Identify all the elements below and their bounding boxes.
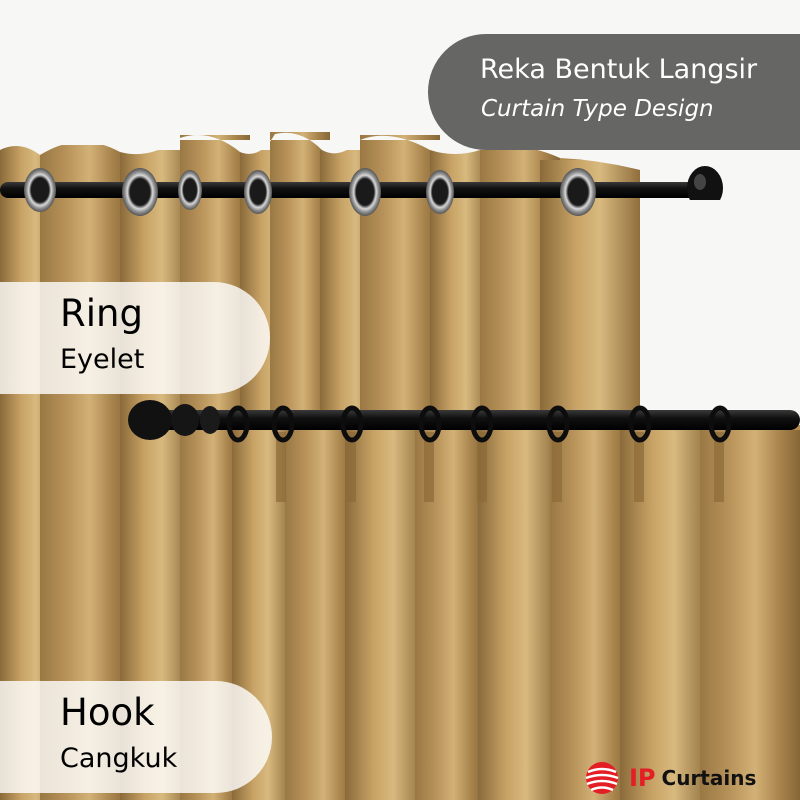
ring-type-label: Ring Eyelet [0,282,270,394]
title-english: Curtain Type Design [481,96,714,122]
brand-globe-icon [585,762,619,794]
hook-curtain [128,400,800,800]
brand-ip-text: IP [629,764,656,792]
hook-type-name: Hook [60,691,155,734]
title-banner: Reka Bentuk Langsir Curtain Type Design [428,34,800,150]
ring-type-alt-name: Eyelet [60,344,145,375]
title-malay: Reka Bentuk Langsir [480,54,758,85]
ring-type-name: Ring [60,292,143,335]
brand-logo: IP Curtains [583,760,756,796]
brand-name-text: Curtains [661,766,757,790]
hook-type-alt-name: Cangkuk [60,743,178,774]
hook-type-label: Hook Cangkuk [0,681,272,793]
